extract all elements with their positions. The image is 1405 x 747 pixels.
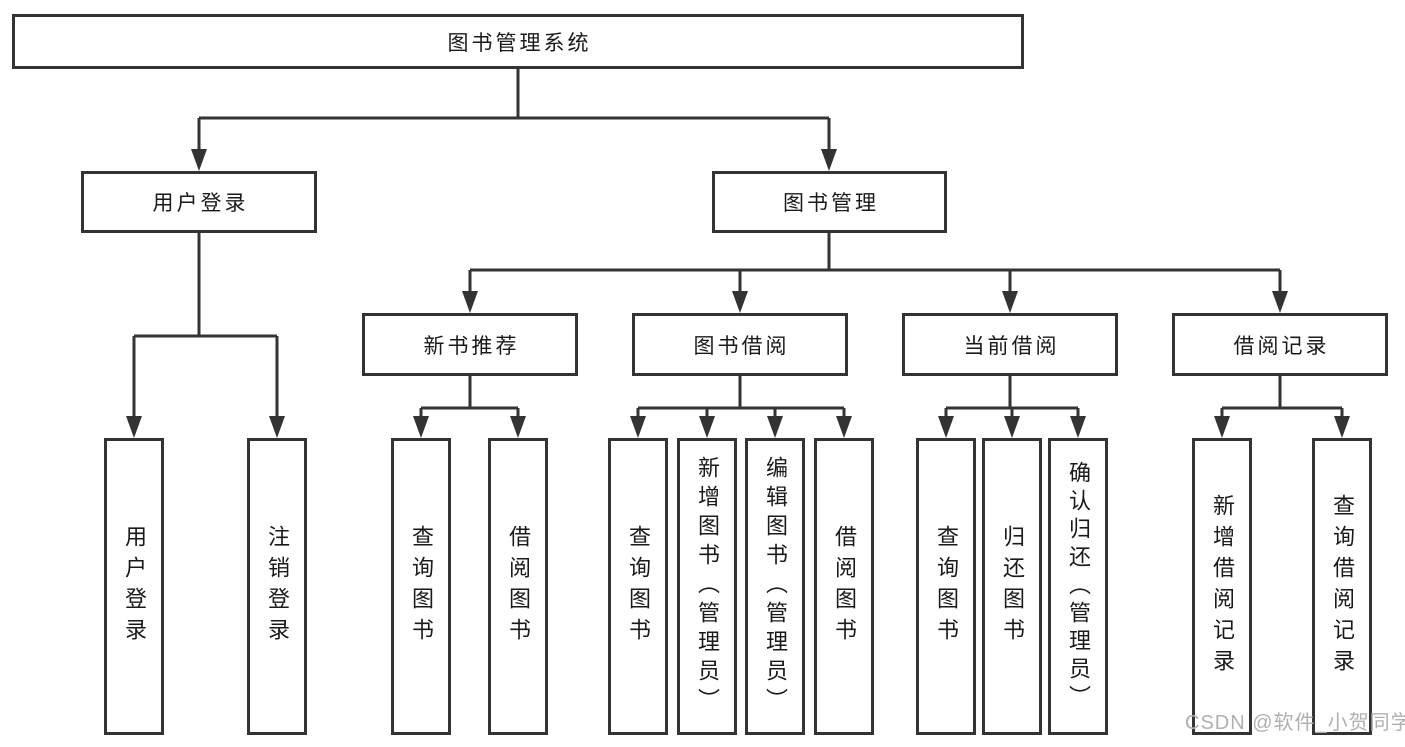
node-borrowing-records: 借阅记录 [1172, 313, 1388, 376]
node-library-system: 图书管理系统 [12, 14, 1024, 69]
leaf-edit-books-admin: 编辑图书（管理员） [745, 438, 805, 735]
node-current-borrowing: 当前借阅 [902, 313, 1118, 376]
node-user-login: 用户登录 [81, 171, 317, 233]
node-new-book-recommend: 新书推荐 [362, 313, 578, 376]
leaf-borrow-books-borrowing: 借阅图书 [814, 438, 874, 735]
leaf-logout: 注销登录 [247, 438, 307, 735]
leaf-query-books-borrowing: 查询图书 [608, 438, 668, 735]
node-book-management: 图书管理 [712, 171, 947, 233]
watermark: CSDN @软件_小贺同学 [1185, 712, 1405, 734]
leaf-confirm-return-admin: 确认归还（管理员） [1048, 438, 1108, 735]
leaf-user-login: 用户登录 [104, 438, 164, 735]
leaf-query-books-recommend: 查询图书 [391, 438, 451, 735]
leaf-add-borrow-record: 新增借阅记录 [1192, 438, 1252, 735]
leaf-borrow-books-recommend: 借阅图书 [488, 438, 548, 735]
leaf-query-borrow-record: 查询借阅记录 [1312, 438, 1372, 735]
leaf-add-books-admin: 新增图书（管理员） [677, 438, 737, 735]
node-book-borrowing: 图书借阅 [632, 313, 848, 376]
leaf-query-books-current: 查询图书 [916, 438, 976, 735]
leaf-return-books: 归还图书 [982, 438, 1042, 735]
